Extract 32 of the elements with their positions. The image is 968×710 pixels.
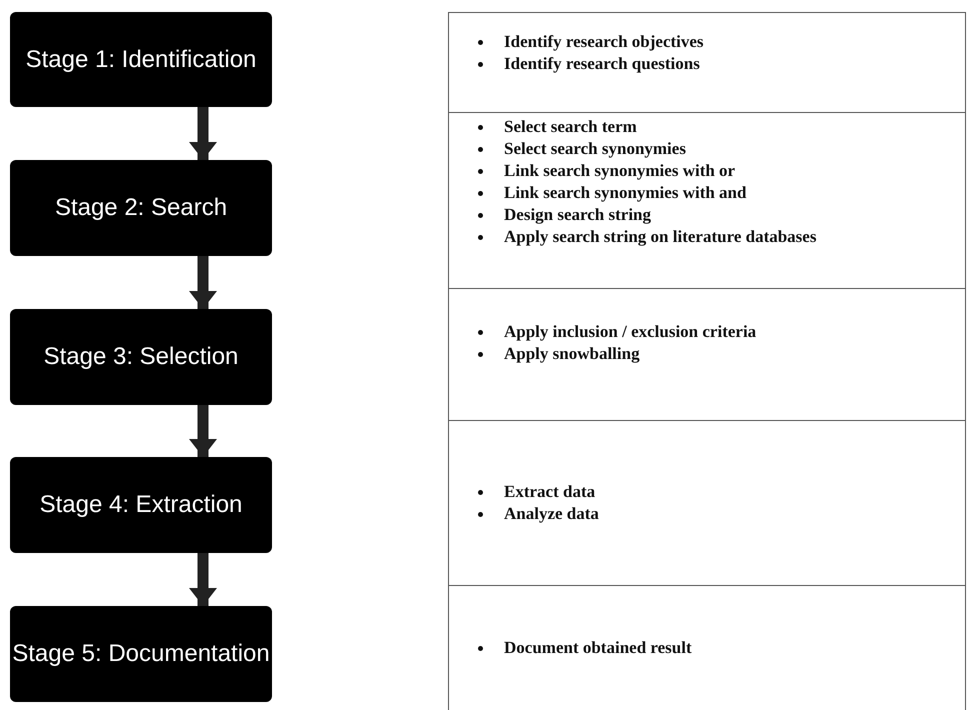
- stage-label: Stage 3: Selection: [44, 343, 238, 371]
- stage-box: [10, 160, 272, 256]
- table-cell: [448, 420, 966, 586]
- stage-label: Stage 5: Documentation: [12, 640, 270, 668]
- arrow: [189, 405, 217, 457]
- bullet-item: Select search synonymies: [475, 138, 955, 160]
- bullet-item: Identify research objectives: [475, 31, 955, 53]
- table-cell: [448, 112, 966, 289]
- bullet-item: Apply snowballing: [475, 343, 955, 365]
- bullet-item: Analyze data: [475, 503, 955, 525]
- table-cell: [448, 12, 966, 113]
- stage-label: Stage 2: Search: [54, 194, 228, 222]
- bullet-item: Identify research questions: [475, 53, 955, 75]
- bullet-item: Select search term: [475, 116, 955, 138]
- arrow: [189, 256, 217, 309]
- stage-box: [10, 606, 272, 702]
- bullet-item: Design search string: [475, 204, 955, 226]
- stage-label: Stage 4: Extraction: [40, 491, 242, 519]
- bullet-item: Apply inclusion / exclusion criteria: [475, 321, 955, 343]
- arrow: [189, 107, 217, 160]
- stage-box: [10, 457, 272, 553]
- stage-box: [10, 12, 272, 107]
- bullet-item: Link search synonymies with or: [475, 160, 955, 182]
- bullet-item: Document obtained result: [475, 637, 955, 659]
- arrow: [189, 553, 217, 606]
- table-cell: [448, 585, 966, 710]
- table-cell: [448, 288, 966, 421]
- stage-box: [10, 309, 272, 405]
- bullet-item: Link search synonymies with and: [475, 182, 955, 204]
- bullet-item: Apply search string on literature databases: [475, 226, 955, 248]
- bullet-item: Extract data: [475, 481, 955, 503]
- stage-label: Stage 1: Identification: [26, 46, 256, 74]
